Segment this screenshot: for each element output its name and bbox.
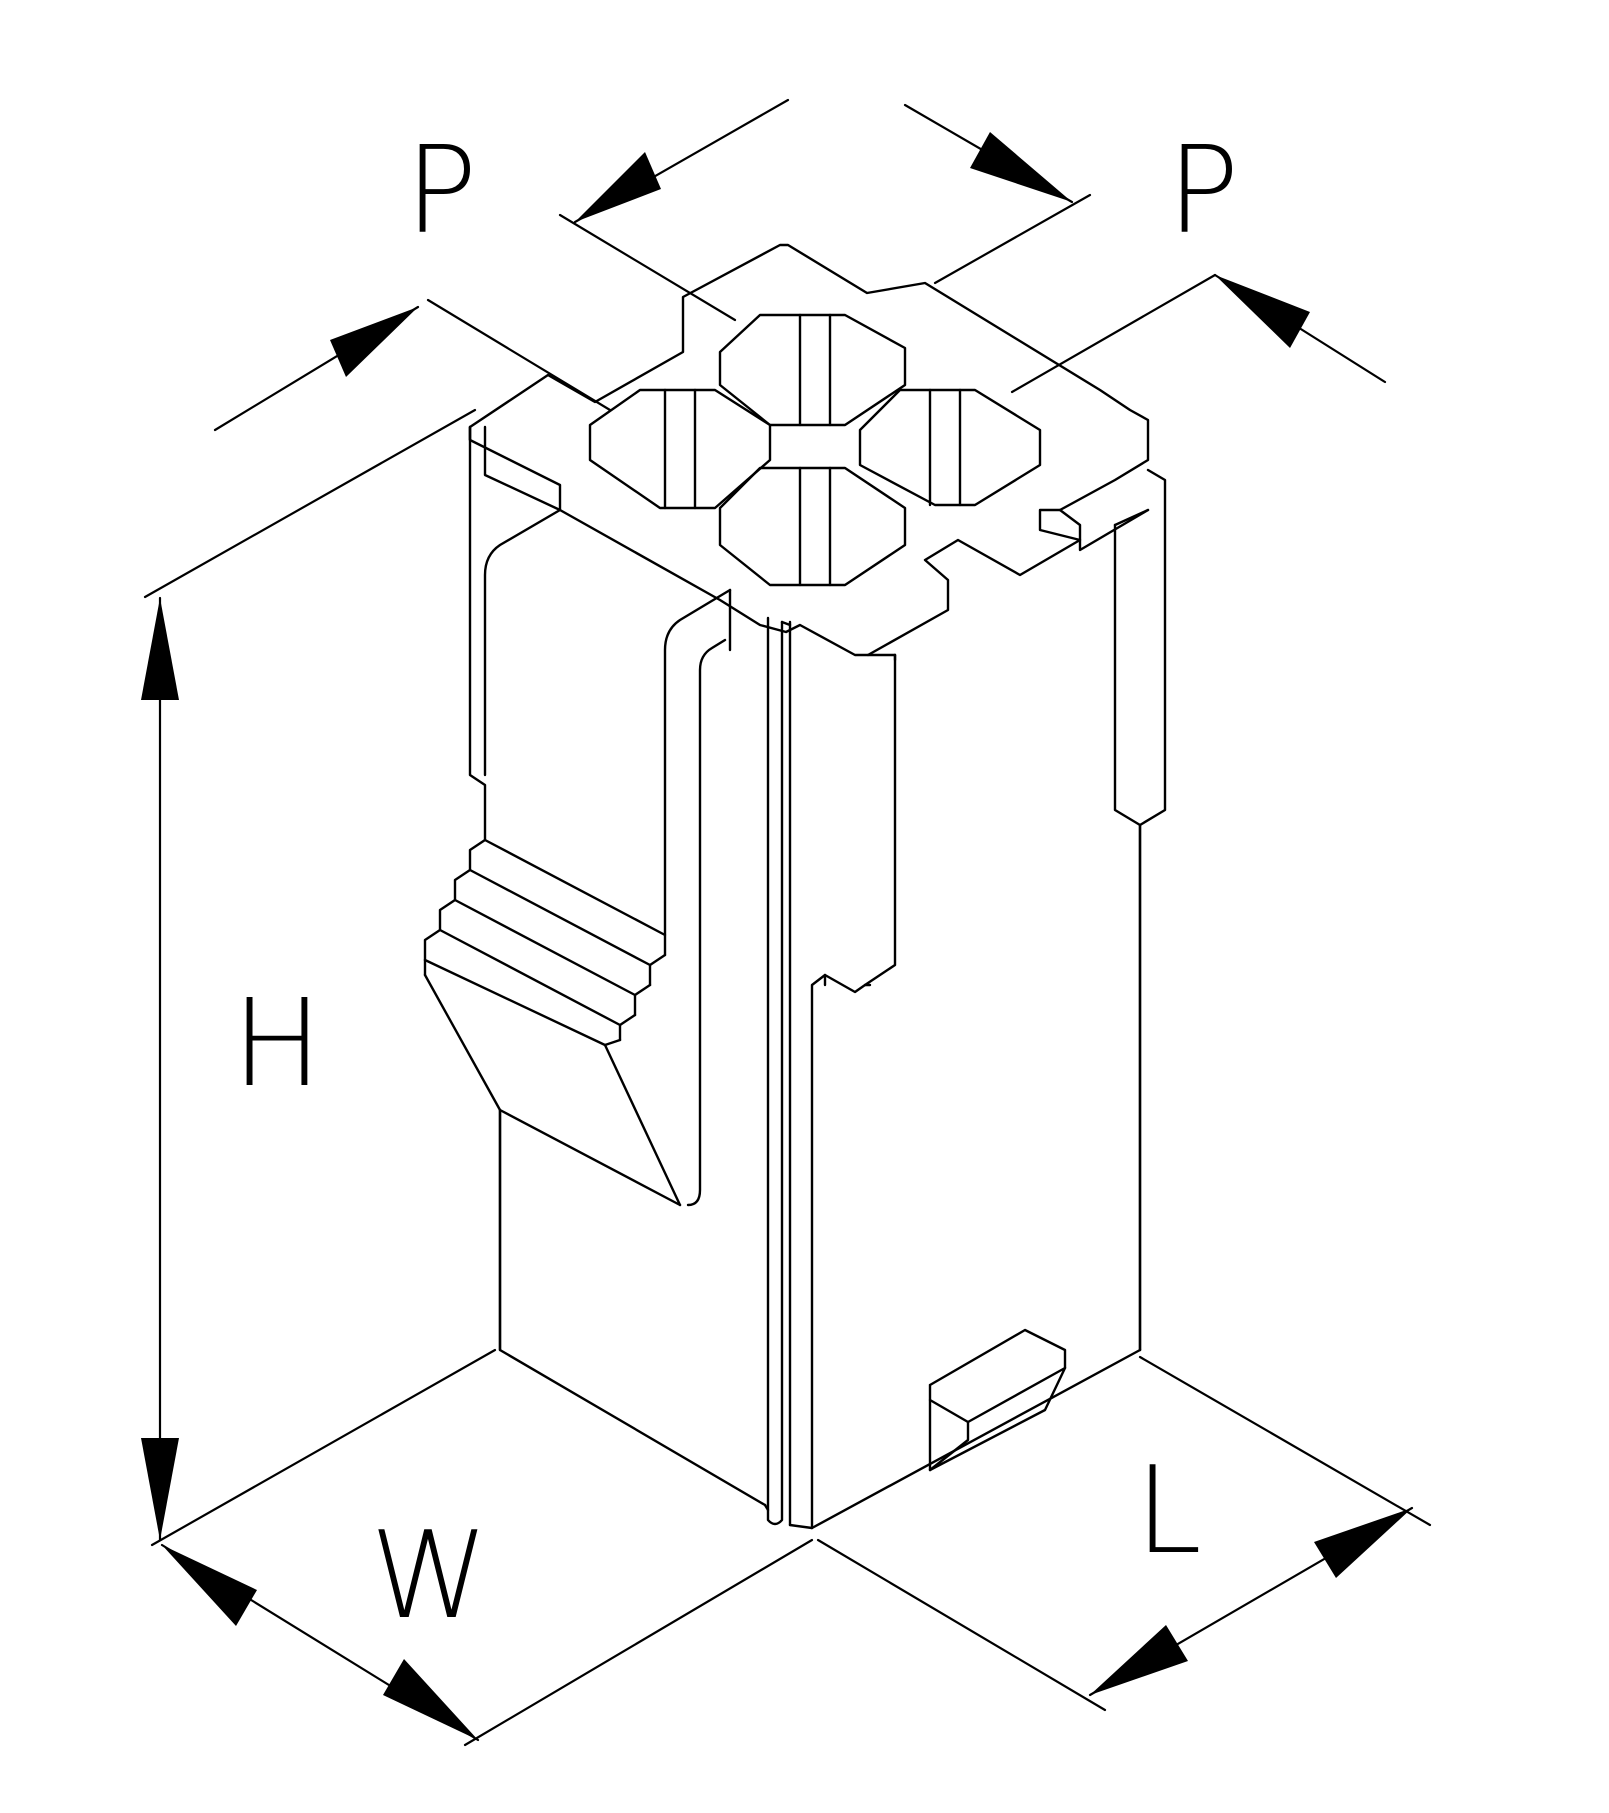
right-side-bar: [1113, 468, 1167, 827]
connector-housing: [423, 243, 1167, 1530]
bottom-center-edge: [763, 1503, 770, 1512]
length-extension-far: [1138, 1355, 1432, 1527]
pitch-left-arrow-1: [330, 307, 418, 377]
right-side-bar-top: [1113, 508, 1150, 527]
left-face-inner-step: [483, 425, 562, 512]
height-dimension: [141, 408, 477, 1542]
pitch-left-extension-2: [426, 298, 612, 412]
height-arrow-top: [141, 598, 179, 700]
latch-channel-outer: [663, 588, 732, 937]
width-extension-left: [150, 1348, 497, 1547]
length-arrow-near: [1090, 1625, 1188, 1695]
length-label: L: [1135, 1442, 1202, 1581]
bottom-right-edge: [810, 1348, 1142, 1530]
pin-cavities: [588, 313, 1042, 587]
pitch-left-extension-3: [558, 213, 737, 322]
center-ribs: [766, 616, 814, 1530]
pitch-dimension-left: [213, 98, 790, 432]
width-label: W: [370, 1507, 489, 1646]
pin-cavity-bottom: [718, 466, 907, 587]
pitch-right-arrow-2: [1215, 275, 1310, 348]
length-dimension: [816, 1355, 1432, 1712]
left-face-recess: [483, 508, 562, 777]
pitch-left-label: P: [405, 122, 477, 261]
polarization-key: [928, 1328, 1067, 1472]
pitch-right-extension-1: [933, 193, 1092, 285]
height-arrow-bottom: [141, 1438, 179, 1540]
width-arrow-right: [383, 1659, 478, 1740]
left-face-edge: [468, 425, 487, 842]
length-extension-near: [816, 1538, 1107, 1712]
pin-cavity-top: [718, 313, 907, 427]
length-arrow-far: [1314, 1508, 1412, 1578]
top-flange-outline: [468, 243, 1150, 657]
pitch-right-label: P: [1167, 122, 1239, 261]
pin-cavity-left: [588, 388, 772, 510]
pitch-right-arrow-1: [970, 132, 1072, 202]
width-dimension: [150, 1348, 814, 1747]
pitch-left-arrow-2: [575, 152, 661, 222]
height-label: H: [232, 975, 322, 1114]
left-lower-edge: [498, 1108, 767, 1507]
latch-channel-inner: [686, 638, 727, 1207]
width-extension-right: [463, 1538, 814, 1747]
right-face-left-edge: [810, 653, 897, 1530]
pin-cavity-right: [858, 388, 1042, 507]
pitch-dimension-right: [903, 103, 1387, 394]
height-extension-top: [143, 408, 477, 599]
latch-ramp: [423, 838, 682, 1207]
width-arrow-left: [162, 1545, 257, 1626]
pitch-right-extension-2: [1010, 273, 1217, 394]
